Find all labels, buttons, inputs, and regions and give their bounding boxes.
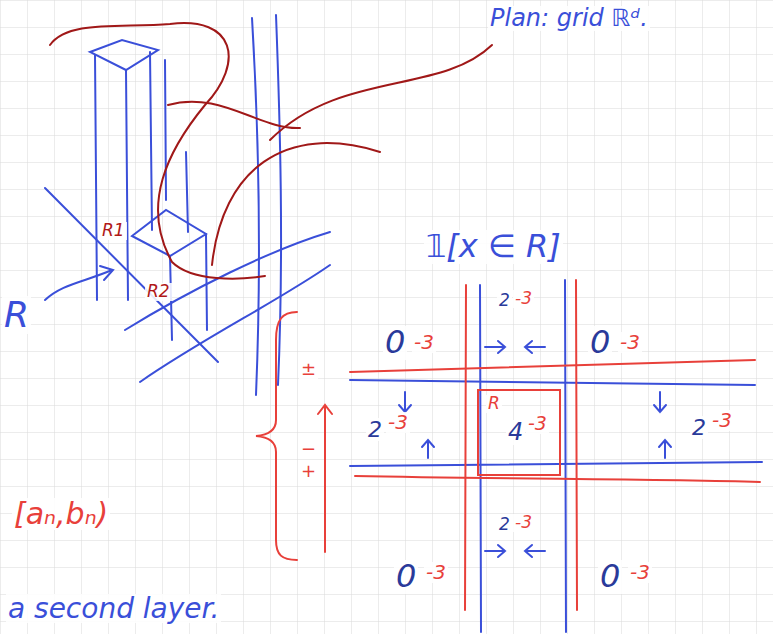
cell-offset: -3 [618, 332, 642, 353]
cell-value: 0 [588, 326, 612, 360]
cell-value: 0 [394, 560, 418, 594]
indicator-formula: 𝟙[x ∈ R] [424, 230, 563, 264]
cell-value: 0 [598, 560, 622, 594]
cell-value: 2 [366, 418, 384, 441]
cell-offset: -3 [412, 332, 436, 353]
cell-offset: -3 [386, 412, 410, 433]
region-name: R1 [100, 222, 127, 240]
sign-mark: ± [299, 360, 318, 379]
region-name: R [2, 296, 31, 334]
cell-offset: -3 [513, 514, 534, 532]
cell-offset: -3 [710, 410, 734, 431]
sign-mark: − [299, 440, 318, 459]
region-name: R [486, 395, 502, 413]
cell-value: 2 [497, 516, 512, 534]
region-name: R2 [145, 283, 172, 301]
cell-offset: -3 [513, 290, 534, 308]
sign-mark: + [299, 462, 318, 481]
interval-note: [aₙ,bₙ) [12, 498, 110, 530]
note-text: a second layer. [6, 594, 221, 623]
cell-offset: -3 [424, 562, 448, 583]
cell-value: 2 [690, 416, 708, 439]
page-heading: Plan: grid ℝᵈ. [488, 6, 650, 31]
cell-offset: -3 [628, 562, 652, 583]
cell-offset: -3 [526, 414, 549, 434]
cell-value: 4 [506, 420, 525, 445]
cell-value: 2 [497, 292, 512, 310]
cell-value: 0 [383, 326, 407, 360]
